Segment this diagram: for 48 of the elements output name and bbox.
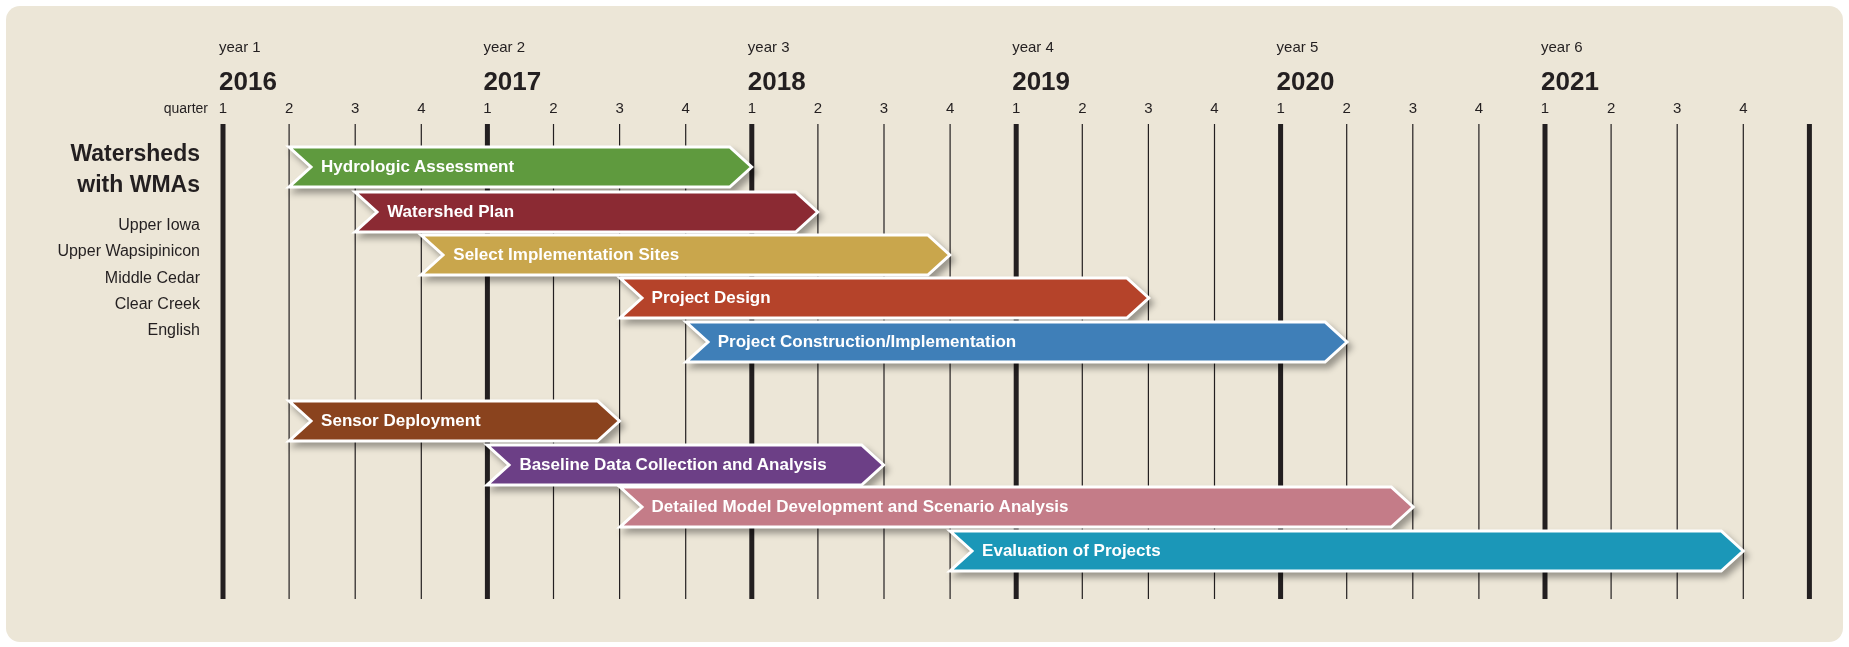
quarter-number: 4 xyxy=(944,99,956,116)
quarter-number: 4 xyxy=(1738,99,1749,116)
year-label: year 4 xyxy=(1012,38,1054,55)
quarter-number: 1 xyxy=(482,99,493,116)
year-label: year 6 xyxy=(1541,38,1583,55)
quarter-number: 2 xyxy=(548,99,559,116)
bar-label: Project Construction/Implementation xyxy=(717,332,1017,352)
watershed-name: Middle Cedar xyxy=(104,269,200,287)
year-number: 2016 xyxy=(219,66,277,97)
year-label: year 3 xyxy=(747,38,790,55)
quarter-number: 3 xyxy=(1143,99,1154,116)
quarter-number: 3 xyxy=(1672,99,1683,116)
quarter-number: 1 xyxy=(746,99,757,116)
chevron-bar xyxy=(619,278,1149,318)
bar-label: Project Design xyxy=(651,288,771,308)
year-label: year 5 xyxy=(1276,38,1319,55)
year-number: 2017 xyxy=(483,66,542,97)
watershed-name: Upper Wapsipinicon xyxy=(57,242,200,260)
year-number: 2021 xyxy=(1541,66,1599,97)
axis-label: quarter xyxy=(163,100,208,116)
year-number: 2019 xyxy=(1012,66,1071,97)
quarter-number: 1 xyxy=(1275,99,1286,116)
quarter-number: 4 xyxy=(1209,99,1220,116)
watershed-name: Upper Iowa xyxy=(118,216,200,234)
row-heading: Watersheds with WMAs xyxy=(69,139,200,199)
bar-label: Detailed Model Development and Scenario Analysis xyxy=(651,497,1069,517)
watershed-name: Clear Creek xyxy=(114,295,200,313)
year-label: year 2 xyxy=(483,38,526,55)
year-number: 2018 xyxy=(747,66,806,97)
watershed-name: English xyxy=(147,321,200,339)
quarter-number: 2 xyxy=(1341,99,1352,116)
quarter-number: 4 xyxy=(1473,99,1485,116)
chevron-bar xyxy=(619,487,1413,527)
quarter-number: 2 xyxy=(283,99,295,116)
quarter-number: 1 xyxy=(1539,99,1551,116)
quarter-number: 2 xyxy=(812,99,824,116)
chevron-bar xyxy=(685,322,1347,362)
year-number: 2020 xyxy=(1276,66,1335,97)
year-label: year 1 xyxy=(219,38,261,55)
quarter-number: 2 xyxy=(1077,99,1088,116)
quarter-number: 4 xyxy=(416,99,427,116)
quarter-number: 1 xyxy=(1011,99,1022,116)
quarter-number: 3 xyxy=(350,99,361,116)
quarter-number: 4 xyxy=(680,99,691,116)
quarter-number: 3 xyxy=(878,99,890,116)
quarter-number: 3 xyxy=(1407,99,1418,116)
quarter-number: 2 xyxy=(1605,99,1617,116)
quarter-number: 3 xyxy=(614,99,625,116)
